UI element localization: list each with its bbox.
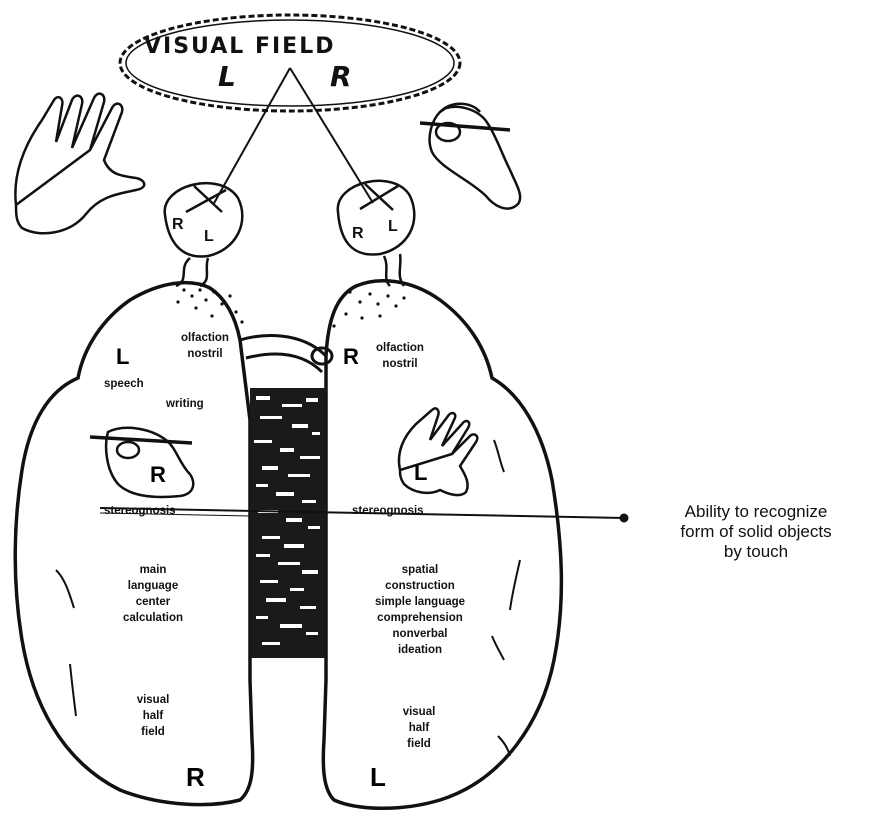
left-eye-l-label: L: [204, 228, 214, 246]
right-hand-letter: L: [414, 460, 427, 486]
left-functions-label: main language center calculation: [98, 562, 208, 626]
visual-field-left-label: L: [218, 60, 236, 93]
visual-field-right-label: R: [330, 60, 352, 93]
right-functions-label: spatial construction simple language com…: [350, 562, 490, 658]
right-eye-r-label: R: [352, 225, 364, 243]
right-olfaction-label: olfaction nostril: [362, 340, 438, 372]
writing-label: writing: [166, 396, 204, 412]
right-stereognosis-label: stereognosis: [352, 503, 424, 519]
right-hemisphere-top-letter: R: [343, 344, 359, 370]
left-visual-half-field-label: visual half field: [118, 692, 188, 740]
left-eye-r-label: R: [172, 216, 184, 234]
optic-chiasm-bridge: [240, 336, 332, 372]
open-hand-right-hemisphere: [399, 408, 477, 495]
right-visual-half-field-label: visual half field: [384, 704, 454, 752]
left-hemisphere-bottom-letter: R: [186, 762, 205, 793]
visual-field-ellipse: [120, 15, 460, 111]
right-eye-l-label: L: [388, 218, 398, 236]
left-hemisphere-top-letter: L: [116, 344, 129, 370]
left-hand-letter: R: [150, 462, 166, 488]
corpus-callosum: [250, 388, 326, 658]
stereognosis-annotation: Ability to recognize form of solid objec…: [636, 502, 876, 562]
left-olfaction-label: olfaction nostril: [168, 330, 242, 362]
writing-hand-top-drawing: [420, 104, 520, 209]
speech-label: speech: [104, 376, 144, 392]
writing-hand-left-hemisphere: [90, 428, 193, 497]
right-eye: [338, 181, 415, 286]
optic-stipple: [176, 288, 405, 327]
right-hemisphere-bottom-letter: L: [370, 762, 386, 793]
left-stereognosis-label: stereognosis: [104, 503, 176, 519]
left-hand-drawing: [15, 94, 144, 234]
visual-field-title: VISUAL FIELD: [144, 34, 335, 59]
